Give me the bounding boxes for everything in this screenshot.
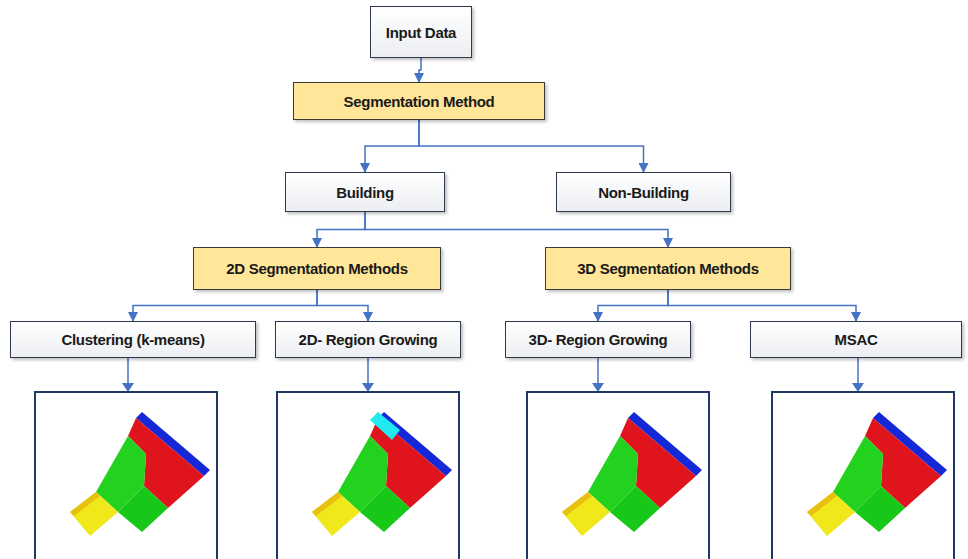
connector-arrow xyxy=(365,120,419,172)
box-label: Input Data xyxy=(378,24,464,41)
class-box: Building xyxy=(285,172,445,212)
box-label: 3D- Region Growing xyxy=(521,331,676,348)
box-label: Building xyxy=(328,184,402,201)
connector-arrow xyxy=(133,290,317,321)
method-box: 3D Segmentation Methods xyxy=(545,247,791,290)
connector-arrow xyxy=(365,212,668,247)
connector-arrow xyxy=(598,290,668,321)
method-box: Segmentation Method xyxy=(293,82,545,120)
box-label: 2D- Region Growing xyxy=(291,331,446,348)
algorithm-box: MSAC xyxy=(750,321,962,358)
box-label: Clustering (k-means) xyxy=(53,331,212,348)
class-box: Non-Building xyxy=(556,172,731,212)
input-box: Input Data xyxy=(370,6,472,58)
algorithm-box: 2D- Region Growing xyxy=(275,321,461,358)
algorithm-box: 3D- Region Growing xyxy=(505,321,691,358)
connector-arrow xyxy=(317,212,365,247)
method-box: 2D Segmentation Methods xyxy=(193,247,441,290)
box-label: 2D Segmentation Methods xyxy=(218,260,415,277)
algorithm-box: Clustering (k-means) xyxy=(10,321,256,358)
connector-arrow xyxy=(419,120,644,172)
connector-arrow xyxy=(668,290,856,321)
connector-arrow xyxy=(419,58,421,82)
box-label: 3D Segmentation Methods xyxy=(569,260,766,277)
box-label: MSAC xyxy=(827,331,886,348)
connector-arrow xyxy=(317,290,368,321)
box-label: Non-Building xyxy=(590,184,697,201)
box-label: Segmentation Method xyxy=(336,93,503,110)
